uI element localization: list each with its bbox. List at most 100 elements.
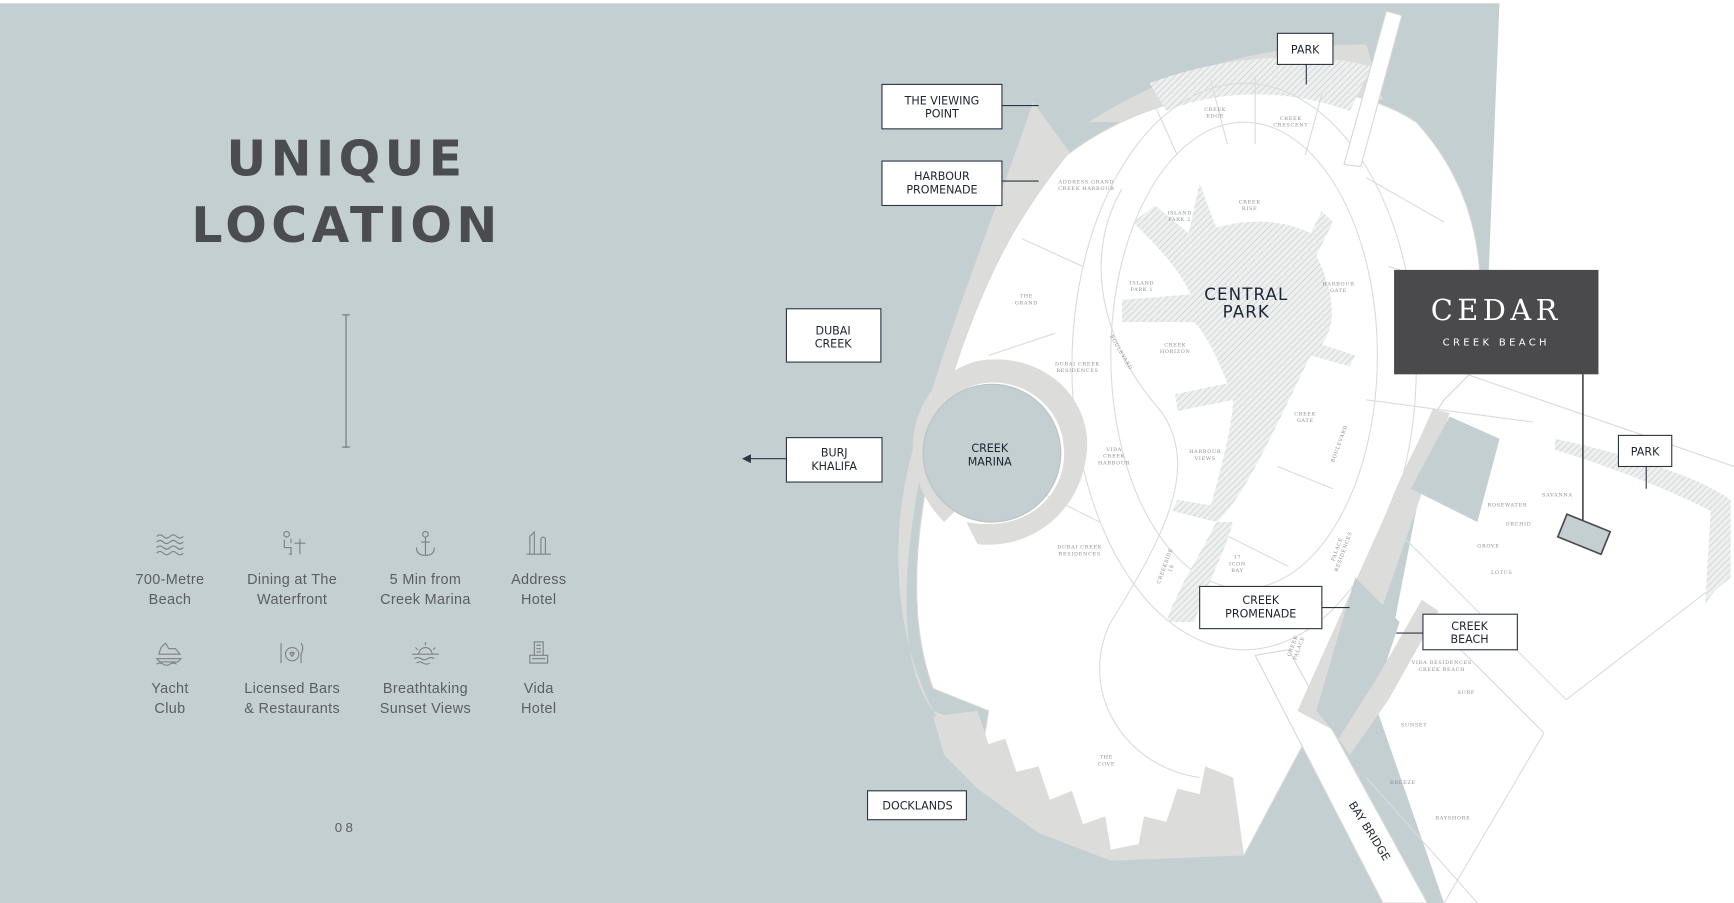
central-park-area bbox=[1121, 183, 1356, 523]
district-boundaries bbox=[988, 77, 1734, 903]
district-label-line: RISE bbox=[1242, 206, 1257, 212]
district-label-line: GATE bbox=[1330, 288, 1347, 294]
brand-name: CEDAR bbox=[1431, 293, 1562, 327]
district-label-line: BAYSHORE bbox=[1435, 816, 1470, 822]
district-label: BAYSHORE bbox=[1435, 816, 1470, 822]
creek-beach-box bbox=[1422, 613, 1518, 651]
docklands-label: DOCKLANDS bbox=[882, 800, 952, 813]
dubai-creek-box bbox=[785, 308, 882, 363]
brand-sub: CREEK BEACH bbox=[1443, 337, 1550, 348]
district-label-line: GATE bbox=[1297, 418, 1314, 424]
creek-beach-label-2: BEACH bbox=[1451, 633, 1489, 646]
district-label-line: VIDA RESIDENCES bbox=[1411, 660, 1472, 666]
cedar-brand-box bbox=[1394, 269, 1599, 375]
docklands-box bbox=[866, 790, 967, 821]
heading-line-1: UNIQUE bbox=[226, 131, 467, 188]
district-label-line: LOTUS bbox=[1491, 570, 1513, 576]
district-label-line: VIDA bbox=[1105, 447, 1122, 453]
viewing-point-label-2: POINT bbox=[925, 108, 959, 121]
district-label-line: ROSEWATER bbox=[1487, 502, 1527, 508]
amenity-label-line-1: Licensed Bars bbox=[244, 679, 341, 697]
viewing-point-label: THE VIEWING bbox=[904, 94, 980, 107]
district-label-line: CREEK bbox=[1103, 454, 1125, 460]
beach-strip bbox=[1338, 599, 1439, 756]
creek-promenade-box bbox=[1199, 585, 1323, 630]
district-label-line: PARK 2 bbox=[1168, 217, 1191, 223]
district-label-line: BAY bbox=[1231, 568, 1243, 574]
district-label-line: HORIZON bbox=[1160, 349, 1191, 355]
hotel-building-icon bbox=[529, 641, 549, 664]
park-top-label: PARK bbox=[1291, 43, 1320, 56]
district-label-line: SAVANNA bbox=[1542, 492, 1573, 498]
district-label: SAVANNA bbox=[1542, 492, 1573, 498]
creek-promenade-label-2: PROMENADE bbox=[1225, 608, 1296, 621]
district-label-line: EDGE bbox=[1206, 114, 1224, 120]
district-label-line: SURF bbox=[1458, 690, 1476, 696]
district-label-line: CREEK HARBOUR bbox=[1058, 186, 1114, 192]
district-label-line: HARBOUR bbox=[1322, 281, 1354, 287]
district-label-line: ICON bbox=[1229, 561, 1246, 567]
park-right-label: PARK bbox=[1631, 445, 1660, 458]
amenity-label-line-1: 700-Metre bbox=[135, 570, 205, 588]
plate-cutlery-icon bbox=[280, 642, 304, 664]
yacht-icon bbox=[155, 642, 183, 666]
harbour-promenade-label-2: PROMENADE bbox=[906, 183, 977, 196]
towers-icon bbox=[526, 530, 551, 555]
district-label-line: GROVE bbox=[1477, 544, 1499, 550]
boulevard-curve bbox=[1099, 188, 1200, 779]
district-label-line: HARBOUR bbox=[1098, 460, 1130, 466]
north-road bbox=[1343, 10, 1403, 168]
viewing-point-box bbox=[881, 83, 1003, 130]
district-label-line: CREEK bbox=[1280, 116, 1302, 122]
district-label-line: THE bbox=[1020, 294, 1033, 300]
arrow-left-icon bbox=[742, 454, 751, 464]
dubai-creek-label-2: CREEK bbox=[815, 338, 852, 351]
district-label-line: RESIDENCES bbox=[1059, 551, 1101, 557]
amenity-label-line-2: Waterfront bbox=[257, 590, 328, 608]
amenity-label-line-2: Club bbox=[154, 699, 186, 717]
district-label-line: GRAND bbox=[1015, 300, 1038, 306]
park-top-box bbox=[1276, 32, 1334, 65]
amenity-label-line-2: Creek Marina bbox=[380, 590, 471, 608]
waves-icon bbox=[156, 534, 184, 556]
district-label: ORCHID bbox=[1505, 521, 1531, 527]
burj-khalifa-label: BURJ bbox=[821, 446, 848, 459]
district-label-line: CRESCENT bbox=[1273, 123, 1308, 129]
park-right-box bbox=[1617, 434, 1673, 468]
district-label-line: ORCHID bbox=[1505, 521, 1531, 527]
district-label-line: CREEK bbox=[1164, 343, 1186, 349]
district-label-line: ISLAND bbox=[1167, 210, 1192, 216]
amenity-label-line-2: Hotel bbox=[521, 590, 557, 608]
central-park-label-2: PARK bbox=[1223, 303, 1270, 322]
amenity-label-line-1: Breathtaking bbox=[382, 679, 468, 697]
park-right-area bbox=[1555, 438, 1731, 606]
district-label-line: CREEK bbox=[1204, 107, 1226, 113]
district-label-line: DUBAI CREEK bbox=[1057, 545, 1102, 551]
amenity-label-line-1: Yacht bbox=[151, 679, 189, 697]
dubai-creek-label: DUBAI bbox=[816, 324, 851, 337]
divider-line bbox=[342, 314, 350, 448]
bay-bridge-road bbox=[1254, 649, 1429, 903]
creek-marina-label: CREEK bbox=[971, 442, 1008, 455]
district-label-line: CREEK bbox=[1239, 199, 1261, 205]
district-label-line: PARK 1 bbox=[1131, 287, 1154, 293]
creek-beach-label: CREEK bbox=[1451, 620, 1488, 633]
